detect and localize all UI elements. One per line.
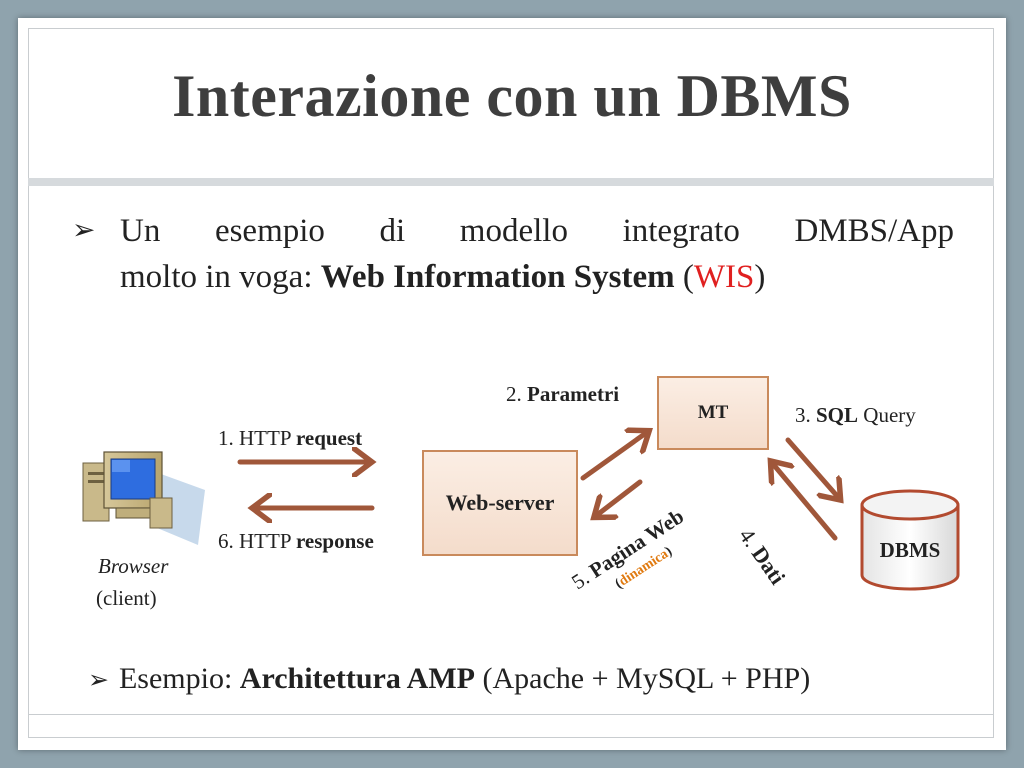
bottom-divider: [28, 714, 994, 715]
step6-bold: response: [295, 529, 374, 553]
arrow-parametri: [580, 433, 646, 481]
slide-frame: [18, 18, 1006, 750]
step2-prefix: 2.: [506, 382, 527, 406]
dbms-label: DBMS: [879, 538, 941, 562]
step1-bold: request: [295, 426, 363, 450]
bullet-wis-line2: molto in voga: Web Information System (W…: [120, 254, 765, 300]
wis-fullname: Web Information System: [320, 259, 675, 295]
client-label: (client): [96, 586, 157, 610]
step2-bold: Parametri: [527, 382, 620, 406]
step3-label: 3. SQL Query: [795, 403, 916, 428]
amp-suffix: (Apache + MySQL + PHP): [475, 662, 811, 695]
title-divider: [28, 178, 994, 186]
slide-title: Interazione con un DBMS: [172, 63, 852, 129]
amp-prefix: Esempio:: [118, 662, 240, 695]
arrow-dati: [773, 464, 838, 541]
paren-close: ): [754, 259, 766, 295]
paren-open: (: [674, 259, 694, 295]
amp-architecture: Architettura AMP: [239, 662, 475, 695]
mt-box: MT: [657, 376, 769, 450]
step1-prefix: 1. HTTP: [218, 426, 296, 450]
step3-suffix: Query: [858, 403, 916, 427]
arrow-pagina-web: [597, 479, 643, 515]
webserver-box: Web-server: [422, 450, 578, 556]
step3-bold: SQL: [816, 403, 859, 427]
slide-border: [28, 28, 994, 738]
bullet-arrow-icon: ➢: [88, 667, 109, 694]
bullet-arrow-icon: ➢: [72, 215, 96, 246]
step6-label: 6. HTTP response: [218, 529, 374, 554]
bullet-amp: ➢ Esempio: Architettura AMP (Apache + MyS…: [88, 662, 810, 696]
arrow-sql-query: [785, 437, 838, 497]
step2-label: 2. Parametri: [506, 382, 619, 407]
dbms-cylinder: [860, 489, 960, 591]
computer-icon: [82, 451, 205, 545]
bullet-wis-line1: Un esempio di modello integrato DMBS/App: [120, 213, 954, 249]
wis-acronym: WIS: [693, 259, 755, 295]
step6-prefix: 6. HTTP: [218, 529, 296, 553]
step1-label: 1. HTTP request: [218, 426, 362, 451]
line2-prefix: molto in voga:: [120, 259, 321, 295]
step3-prefix: 3.: [795, 403, 816, 427]
browser-label: Browser: [98, 554, 169, 578]
